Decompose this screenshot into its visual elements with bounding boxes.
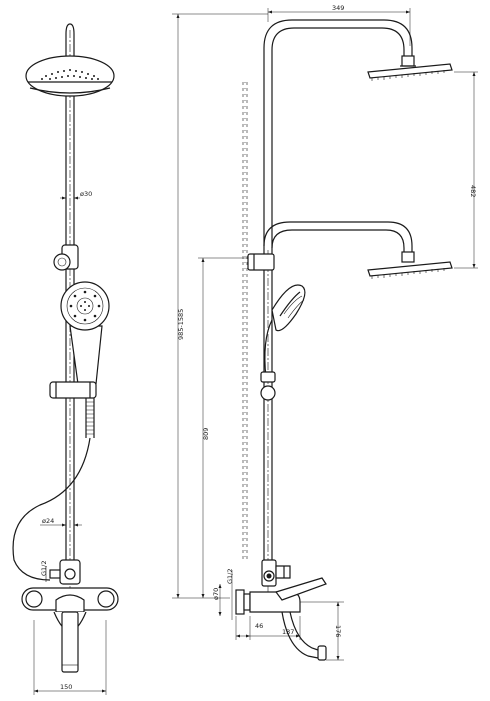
lower-pipe-diameter-label: ø24 bbox=[42, 517, 54, 525]
hand-shower-side bbox=[260, 284, 306, 401]
thread-label-side: G1/2 bbox=[226, 569, 234, 585]
diverter-connector bbox=[45, 559, 81, 585]
upper-rain-head-side bbox=[367, 55, 453, 81]
diverter-side bbox=[261, 559, 291, 587]
lower-rain-head-side bbox=[367, 251, 453, 279]
slide-holder bbox=[49, 381, 97, 399]
spout-length-label: 137 bbox=[282, 628, 294, 636]
upper-holder bbox=[53, 244, 79, 271]
thread-label-front: G1/2 bbox=[40, 561, 48, 577]
side-view: 985-1585 809 349 4 bbox=[172, 4, 478, 661]
outlet-height-label: 809 bbox=[202, 428, 210, 440]
rain-shower-head bbox=[25, 55, 115, 97]
mixer-side bbox=[235, 577, 327, 661]
head-spacing-label: 349 bbox=[332, 4, 344, 12]
bottom-width-label: 150 bbox=[60, 683, 72, 691]
spout-height-label: 176 bbox=[334, 625, 342, 637]
spout-offset-label: 46 bbox=[255, 622, 263, 630]
head-drop-label: 482 bbox=[469, 185, 477, 197]
side-diameter-label: ø70 bbox=[212, 588, 220, 600]
wall-hatch bbox=[242, 82, 248, 560]
front-view: ø30 bbox=[12, 23, 119, 695]
hose bbox=[12, 398, 95, 581]
nozzle-dots bbox=[41, 69, 99, 80]
wall-bracket bbox=[247, 253, 275, 271]
hand-shower bbox=[60, 281, 110, 385]
riser-diameter-label: ø30 bbox=[80, 190, 92, 198]
mixer-body bbox=[21, 587, 119, 673]
total-height-label: 985-1585 bbox=[177, 309, 185, 340]
